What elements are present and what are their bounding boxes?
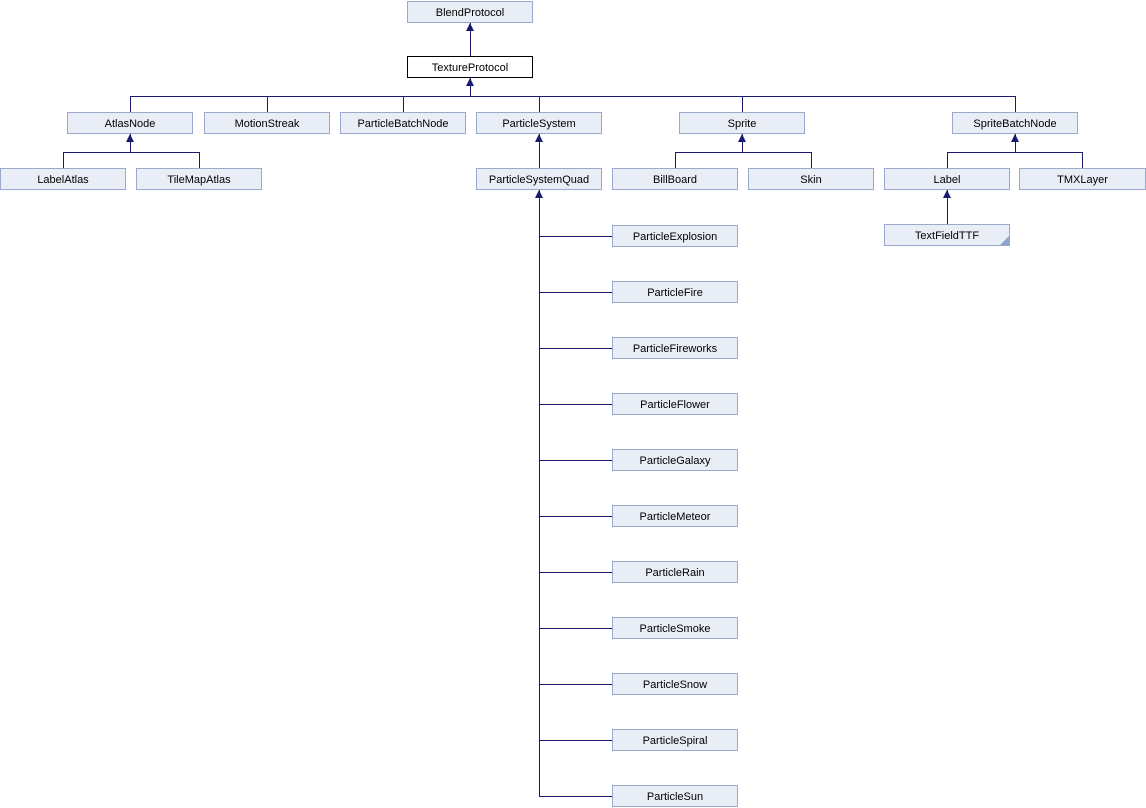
- node-particlesmoke[interactable]: ParticleSmoke: [612, 617, 738, 639]
- node-billboard[interactable]: BillBoard: [612, 168, 738, 190]
- node-particlesun[interactable]: ParticleSun: [612, 785, 738, 807]
- arrow-up-icon: [738, 134, 746, 142]
- arrow-up-icon: [466, 78, 474, 86]
- edge-particlesystemquad-particlesystem: [539, 134, 540, 168]
- node-particleflower[interactable]: ParticleFlower: [612, 393, 738, 415]
- edge-drop-labelatlas: [63, 152, 64, 168]
- node-label[interactable]: Label: [884, 168, 1010, 190]
- node-particlebatchnode[interactable]: ParticleBatchNode: [340, 112, 466, 134]
- node-blendprotocol[interactable]: BlendProtocol: [407, 1, 533, 23]
- edge-bus-textureprotocol: [470, 78, 471, 96]
- edge-stub-particleflower: [539, 404, 613, 405]
- node-particleexplosion[interactable]: ParticleExplosion: [612, 225, 738, 247]
- node-spritebatchnode[interactable]: SpriteBatchNode: [952, 112, 1078, 134]
- edge-drop-tilemapatlas: [199, 152, 200, 168]
- node-tilemapatlas[interactable]: TileMapAtlas: [136, 168, 262, 190]
- edge-trunk-particlesystemquad: [539, 190, 540, 797]
- node-particlesystemquad[interactable]: ParticleSystemQuad: [476, 168, 602, 190]
- edge-drop-billboard: [675, 152, 676, 168]
- edge-stub-particlemeteor: [539, 516, 613, 517]
- edge-stub-particleexplosion: [539, 236, 613, 237]
- edge-stub-particlesnow: [539, 684, 613, 685]
- arrow-up-icon: [943, 190, 951, 198]
- edge-drop-particlebatchnode: [403, 96, 404, 112]
- edge-stub-particlefire: [539, 292, 613, 293]
- edge-bus-sprite: [742, 134, 743, 152]
- node-textureprotocol: TextureProtocol: [407, 56, 533, 78]
- node-labelatlas[interactable]: LabelAtlas: [0, 168, 126, 190]
- arrow-up-icon: [466, 23, 474, 31]
- edge-textfieldttf-label: [947, 190, 948, 224]
- edge-stub-particlesun: [539, 796, 613, 797]
- node-particlerain[interactable]: ParticleRain: [612, 561, 738, 583]
- arrow-up-icon: [535, 134, 543, 142]
- edge-drop-atlasnode: [130, 96, 131, 112]
- node-particlesnow[interactable]: ParticleSnow: [612, 673, 738, 695]
- node-tmxlayer[interactable]: TMXLayer: [1019, 168, 1146, 190]
- node-particlefireworks[interactable]: ParticleFireworks: [612, 337, 738, 359]
- edge-bus-sbn-children: [947, 152, 1083, 153]
- edge-stub-particlespiral: [539, 740, 613, 741]
- edge-drop-sprite: [742, 96, 743, 112]
- edge-stub-particlesmoke: [539, 628, 613, 629]
- edge-stub-particlegalaxy: [539, 460, 613, 461]
- arrow-up-icon: [1011, 134, 1019, 142]
- edge-drop-label: [947, 152, 948, 168]
- node-particlefire[interactable]: ParticleFire: [612, 281, 738, 303]
- edge-bus-spritebatchnode: [1015, 134, 1016, 152]
- node-motionstreak[interactable]: MotionStreak: [204, 112, 330, 134]
- node-particlegalaxy[interactable]: ParticleGalaxy: [612, 449, 738, 471]
- node-particlespiral[interactable]: ParticleSpiral: [612, 729, 738, 751]
- node-sprite[interactable]: Sprite: [679, 112, 805, 134]
- edge-drop-spritebatchnode: [1015, 96, 1016, 112]
- edge-drop-skin: [811, 152, 812, 168]
- node-particlesystem[interactable]: ParticleSystem: [476, 112, 602, 134]
- edge-drop-tmxlayer: [1082, 152, 1083, 168]
- truncated-fold-icon: [1000, 236, 1009, 245]
- node-textfieldttf-label: TextFieldTTF: [914, 230, 980, 242]
- edge-bus-atlas-children: [63, 152, 200, 153]
- edge-bus-sprite-children: [675, 152, 812, 153]
- node-textfieldttf[interactable]: TextFieldTTF: [884, 224, 1010, 246]
- node-atlasnode[interactable]: AtlasNode: [67, 112, 193, 134]
- edge-stub-particlerain: [539, 572, 613, 573]
- node-skin[interactable]: Skin: [748, 168, 874, 190]
- arrow-up-icon: [126, 134, 134, 142]
- edge-drop-motionstreak: [267, 96, 268, 112]
- arrow-up-icon: [535, 190, 543, 198]
- node-particlemeteor[interactable]: ParticleMeteor: [612, 505, 738, 527]
- edge-bus-atlasnode: [130, 134, 131, 152]
- edge-bus-level1: [130, 96, 1016, 97]
- edge-stub-particlefireworks: [539, 348, 613, 349]
- edge-drop-particlesystem: [539, 96, 540, 112]
- edge-textureprotocol-blendprotocol: [470, 23, 471, 56]
